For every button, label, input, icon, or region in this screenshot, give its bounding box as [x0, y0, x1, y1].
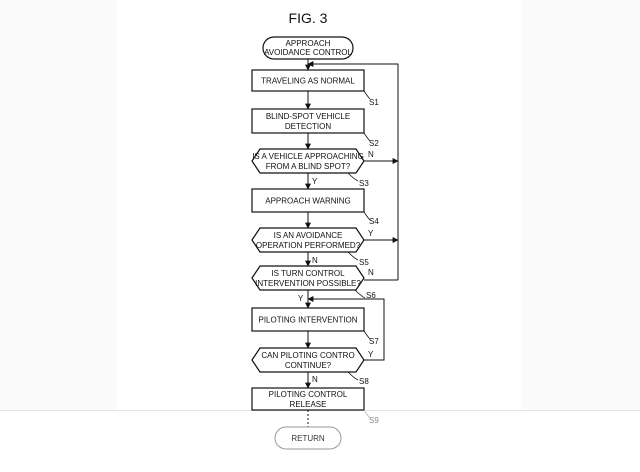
s2-text-line-2: DETECTION	[285, 122, 331, 131]
s6-text-line-2: INTERVENTION POSSIBLE?	[255, 279, 361, 288]
step-s8-decision: CAN PILOTING CONTRO CONTINUE? Y N S8	[251, 347, 374, 386]
s1-step-label: S1	[369, 98, 379, 107]
start-label-line-1: APPROACH	[286, 39, 331, 48]
start-terminator: APPROACH AVOIDANCE CONTROL	[262, 36, 354, 60]
s6-yes-label: Y	[298, 294, 304, 303]
s3-no-label: N	[368, 150, 374, 159]
step-s4-box: APPROACH WARNING S4	[251, 188, 379, 226]
s2-step-label: S2	[369, 139, 379, 148]
return-terminator: RETURN	[274, 426, 342, 450]
s1-text: TRAVELING AS NORMAL	[261, 77, 355, 86]
s3-yes-label: Y	[312, 177, 318, 186]
s2-text-line-1: BLIND-SPOT VEHICLE	[266, 112, 350, 121]
s9-text-line-1: PILOTING CONTROL	[269, 390, 348, 399]
connectors	[305, 59, 399, 427]
s5-text-line-2: OPERATION PERFORMED?	[256, 241, 361, 250]
step-s7-box: PILOTING INTERVENTION S7	[251, 307, 379, 346]
s8-step-label: S8	[359, 377, 369, 386]
start-label-line-2: AVOIDANCE CONTROL	[264, 48, 352, 57]
s4-step-label: S4	[369, 217, 379, 226]
step-s2-box: BLIND-SPOT VEHICLE DETECTION S2	[251, 108, 379, 148]
s8-no-label: N	[312, 375, 318, 384]
return-label: RETURN	[291, 434, 325, 443]
s3-text-line-2: FROM A BLIND SPOT?	[266, 162, 351, 171]
loop-to-s1	[307, 61, 399, 280]
s8-text-line-1: CAN PILOTING CONTRO	[261, 351, 354, 360]
step-s6-decision: IS TURN CONTROL INTERVENTION POSSIBLE? N…	[251, 265, 376, 303]
s6-step-label: S6	[366, 291, 376, 300]
s7-step-label: S7	[369, 337, 379, 346]
s9-text-line-2: RELEASE	[290, 400, 327, 409]
s3-text-line-1: IS A VEHICLE APPROACHING	[252, 152, 364, 161]
right-margin	[522, 0, 640, 410]
s8-text-line-2: CONTINUE?	[285, 361, 332, 370]
s4-text: APPROACH WARNING	[265, 197, 351, 206]
step-s3-decision: IS A VEHICLE APPROACHING FROM A BLIND SP…	[251, 148, 374, 188]
s5-text-line-1: IS AN AVOIDANCE	[274, 231, 343, 240]
s5-step-label: S5	[359, 258, 369, 267]
s6-text-line-1: IS TURN CONTROL	[271, 269, 345, 278]
s7-text: PILOTING INTERVENTION	[259, 316, 358, 325]
s9-step-label: S9	[369, 416, 379, 425]
loop-s8-to-s7	[307, 296, 385, 361]
left-margin	[0, 0, 117, 410]
s5-yes-label: Y	[368, 229, 374, 238]
figure-title: FIG. 3	[289, 10, 328, 26]
s5-no-label: N	[312, 256, 318, 265]
s3-step-label: S3	[359, 179, 369, 188]
step-s5-decision: IS AN AVOIDANCE OPERATION PERFORMED? Y N…	[251, 227, 374, 267]
step-s9-box: PILOTING CONTROL RELEASE S9	[251, 387, 379, 425]
step-s1-box: TRAVELING AS NORMAL S1	[251, 69, 379, 107]
s8-yes-label: Y	[368, 350, 374, 359]
s6-no-label: N	[368, 268, 374, 277]
